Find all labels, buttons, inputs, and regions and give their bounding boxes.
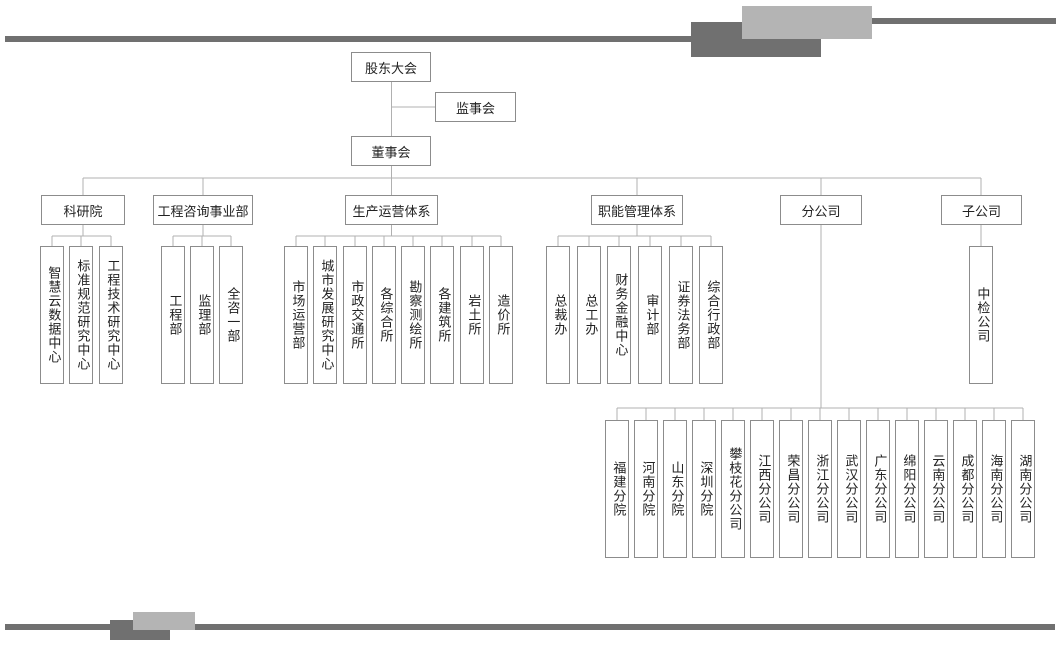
unit-label: 证券法务部 xyxy=(674,280,690,350)
shareholders-label: 股东大会 xyxy=(364,61,417,77)
unit-box: 城市发展研究中心 xyxy=(313,246,337,384)
bottom-rule xyxy=(5,624,1055,630)
unit-box: 勘察测绘所 xyxy=(401,246,425,384)
branch-box: 河南分院 xyxy=(634,420,658,558)
unit-box: 市场运营部 xyxy=(284,246,308,384)
branch-box: 绵阳分公司 xyxy=(895,420,919,558)
unit-label: 监理部 xyxy=(195,294,211,336)
unit-label: 勘察测绘所 xyxy=(406,280,422,350)
unit-label: 财务金融中心 xyxy=(612,273,628,357)
shareholders-box: 股东大会 xyxy=(351,52,431,82)
top-rule-left xyxy=(5,36,695,42)
unit-label: 市政交通所 xyxy=(348,280,364,350)
unit-label: 岩土所 xyxy=(465,294,481,336)
unit-label: 造价所 xyxy=(494,294,510,336)
unit-box: 证券法务部 xyxy=(669,246,693,384)
unit-box: 智慧云数据中心 xyxy=(40,246,64,384)
unit-box: 财务金融中心 xyxy=(607,246,631,384)
branch-box: 攀枝花分公司 xyxy=(721,420,745,558)
unit-label: 智慧云数据中心 xyxy=(45,266,61,364)
branch-box: 广东分公司 xyxy=(866,420,890,558)
unit-box: 综合行政部 xyxy=(699,246,723,384)
division-branches: 分公司 xyxy=(780,195,862,225)
unit-box: 工程部 xyxy=(161,246,185,384)
branch-label: 江西分公司 xyxy=(755,454,771,524)
unit-label: 城市发展研究中心 xyxy=(318,259,334,371)
unit-label: 全咨一部 xyxy=(224,287,240,343)
branch-label: 浙江分公司 xyxy=(813,454,829,524)
branch-box: 江西分公司 xyxy=(750,420,774,558)
branch-label: 荣昌分公司 xyxy=(784,454,800,524)
division-subsidiaries: 子公司 xyxy=(941,195,1022,225)
unit-label: 总工办 xyxy=(582,294,598,336)
unit-label: 工程技术研究中心 xyxy=(104,259,120,371)
supervisors-box: 监事会 xyxy=(435,92,516,122)
branch-label: 广东分公司 xyxy=(871,454,887,524)
division-label: 子公司 xyxy=(961,204,1001,220)
board-label: 董事会 xyxy=(371,145,411,161)
unit-box: 各建筑所 xyxy=(430,246,454,384)
division-label: 科研院 xyxy=(63,204,103,220)
unit-box: 标准规范研究中心 xyxy=(69,246,93,384)
unit-label: 总裁办 xyxy=(551,294,567,336)
unit-box: 审计部 xyxy=(638,246,662,384)
division-label: 分公司 xyxy=(801,204,841,220)
branch-box: 福建分院 xyxy=(605,420,629,558)
branch-label: 攀枝花分公司 xyxy=(726,447,742,531)
unit-box: 各综合所 xyxy=(372,246,396,384)
division-label: 职能管理体系 xyxy=(597,204,676,220)
unit-label: 中检公司 xyxy=(974,287,990,343)
branch-label: 山东分院 xyxy=(668,461,684,517)
board-box: 董事会 xyxy=(351,136,431,166)
branch-label: 河南分院 xyxy=(639,461,655,517)
branch-box: 浙江分公司 xyxy=(808,420,832,558)
unit-label: 审计部 xyxy=(643,294,659,336)
unit-box: 工程技术研究中心 xyxy=(99,246,123,384)
branch-label: 武汉分公司 xyxy=(842,454,858,524)
branch-box: 山东分院 xyxy=(663,420,687,558)
branch-box: 云南分公司 xyxy=(924,420,948,558)
unit-box: 市政交通所 xyxy=(343,246,367,384)
branch-label: 成都分公司 xyxy=(958,454,974,524)
division-research-institute: 科研院 xyxy=(41,195,125,225)
division-label: 生产运营体系 xyxy=(352,204,431,220)
unit-label: 标准规范研究中心 xyxy=(74,259,90,371)
branch-label: 福建分院 xyxy=(610,461,626,517)
branch-label: 绵阳分公司 xyxy=(900,454,916,524)
branch-box: 海南分公司 xyxy=(982,420,1006,558)
branch-box: 湖南分公司 xyxy=(1011,420,1035,558)
division-production-operations: 生产运营体系 xyxy=(345,195,438,225)
branch-box: 深圳分院 xyxy=(692,420,716,558)
top-light-block xyxy=(742,6,872,39)
branch-box: 成都分公司 xyxy=(953,420,977,558)
unit-box: 岩土所 xyxy=(460,246,484,384)
branch-label: 深圳分院 xyxy=(697,461,713,517)
branch-label: 海南分公司 xyxy=(987,454,1003,524)
unit-label: 各综合所 xyxy=(377,287,393,343)
branch-label: 湖南分公司 xyxy=(1016,454,1032,524)
unit-box: 总裁办 xyxy=(546,246,570,384)
branch-label: 云南分公司 xyxy=(929,454,945,524)
bottom-light-block xyxy=(133,612,195,630)
unit-label: 各建筑所 xyxy=(435,287,451,343)
unit-box: 造价所 xyxy=(489,246,513,384)
top-rule-right xyxy=(870,18,1056,24)
branch-box: 武汉分公司 xyxy=(837,420,861,558)
unit-box: 监理部 xyxy=(190,246,214,384)
division-functional-management: 职能管理体系 xyxy=(591,195,683,225)
division-engineering-consulting: 工程咨询事业部 xyxy=(153,195,253,225)
unit-box: 总工办 xyxy=(577,246,601,384)
unit-box: 全咨一部 xyxy=(219,246,243,384)
unit-label: 市场运营部 xyxy=(289,280,305,350)
unit-label: 工程部 xyxy=(166,294,182,336)
branch-box: 荣昌分公司 xyxy=(779,420,803,558)
supervisors-label: 监事会 xyxy=(455,101,495,117)
unit-label: 综合行政部 xyxy=(704,280,720,350)
unit-box: 中检公司 xyxy=(969,246,993,384)
division-label: 工程咨询事业部 xyxy=(157,204,249,220)
